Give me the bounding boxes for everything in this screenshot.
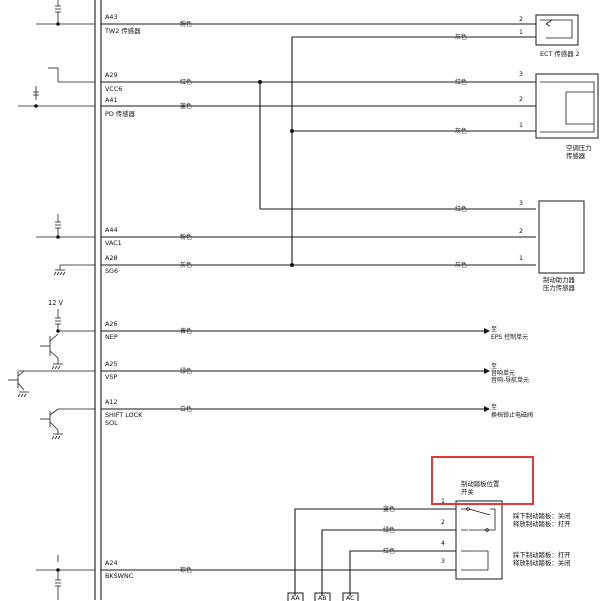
brake-pedal-switch: 1 2 4 3 制动踏板位置 开关 — [441, 479, 503, 580]
wire-color-a41: 蓝色 — [180, 102, 192, 110]
pin-a44: A44 — [105, 226, 118, 234]
ac-pressure-sensor: 3 2 1 空调压力 传感器 — [519, 71, 599, 160]
wire-color-ect-1: 灰色 — [455, 33, 467, 41]
wire-color-map-3: 红色 — [455, 78, 467, 86]
switch-pin-2: 2 — [441, 519, 445, 526]
switch-state-notes: 踩下制动踏板：关闭 释放制动踏板：打开 踩下制动踏板：打开 释放制动踏板：关闭 — [513, 511, 571, 567]
vsp-dest-2: 音响单元 — [491, 369, 515, 377]
pin-a29-name: VCC6 — [105, 85, 122, 93]
vsp-dest-3: 音响-导航单元 — [491, 376, 529, 384]
pin-a24: A24 — [105, 559, 118, 567]
pin-a25-name: VSP — [105, 373, 117, 381]
arrowheads — [484, 328, 490, 412]
ac-pressure-label-2: 传感器 — [566, 151, 586, 160]
brake-pin-2: 2 — [519, 228, 523, 235]
pin-a12: A12 — [105, 398, 118, 406]
wire-color-labels: 粉色 红色 蓝色 粉色 灰色 黄色 绿色 白色 棕色 灰色 红色 灰色 红色 灰… — [180, 20, 467, 574]
brake-booster-sensor: 3 2 1 制动助力器 压力传感器 — [519, 200, 585, 292]
pin-a12-name-1: SHIFT LOCK — [105, 411, 143, 419]
junction-dots — [258, 80, 294, 267]
wire-color-a25: 绿色 — [180, 367, 192, 375]
wire-color-map-1: 灰色 — [455, 127, 467, 135]
ac-pressure-label-1: 空调压力 — [566, 143, 592, 152]
wire-color-a43: 粉色 — [180, 20, 192, 28]
wire-color-a28: 灰色 — [180, 261, 192, 269]
destination-labels: 至 EPS 控制单元 至 音响单元 音响-导航单元 至 换档锁止电磁阀 — [491, 326, 533, 419]
switch-pin-4: 4 — [441, 540, 445, 547]
pin-a41: A41 — [105, 96, 118, 104]
sol-dest-1: 至 — [491, 404, 497, 411]
eps-dest-2: EPS 控制单元 — [491, 333, 528, 341]
supply-voltage-label: 12 V — [48, 299, 63, 307]
switch-state-upper-1: 踩下制动踏板：关闭 — [513, 511, 571, 520]
vsp-dest-1: 至 — [491, 363, 497, 370]
switch-pin-3: 3 — [441, 558, 445, 565]
sol-dest-2: 换档锁止电磁阀 — [491, 411, 533, 419]
map-pin-3: 3 — [519, 71, 523, 78]
ecu-body — [94, 0, 102, 600]
switch-state-lower-1: 踩下制动踏板：打开 — [513, 550, 571, 559]
pin-a44-name: VAC1 — [105, 239, 122, 247]
wire-color-a26: 黄色 — [180, 327, 192, 335]
wire-color-switch-1: 蓝色 — [383, 505, 395, 513]
connector-ac: AC — [346, 595, 354, 601]
ect-sensor-label: ECT 传感器 2 — [540, 49, 580, 58]
ecu-internal-circuits — [8, 0, 95, 600]
switch-label-1: 制动踏板位置 — [461, 479, 500, 488]
wire-color-brake-1: 灰色 — [455, 261, 467, 269]
pin-a25: A25 — [105, 360, 118, 368]
map-pin-2: 2 — [519, 96, 523, 103]
wire-color-switch-4: 红色 — [383, 547, 395, 555]
wire-color-brake-3: 红色 — [455, 205, 467, 213]
pin-a28: A28 — [105, 254, 118, 262]
wire-color-a24: 棕色 — [180, 566, 192, 574]
highlight-box — [431, 456, 534, 505]
signal-wires — [101, 23, 536, 596]
pin-a26: A26 — [105, 320, 118, 328]
connector-ab: AB — [318, 595, 326, 601]
pin-a43-name: TW2 传感器 — [104, 26, 141, 35]
pin-a12-name-2: SOL — [105, 419, 118, 427]
connector-aa: AA — [291, 595, 300, 601]
ect-pin-1: 1 — [519, 29, 523, 36]
pin-a41-name: PD 传感器 — [105, 109, 136, 118]
ect-sensor: 2 1 ECT 传感器 2 — [519, 14, 580, 58]
brake-booster-label-1: 制动助力器 — [543, 275, 576, 284]
wire-color-a44: 粉色 — [180, 233, 192, 241]
brake-pin-1: 1 — [519, 255, 523, 262]
switch-label-2: 开关 — [461, 487, 474, 496]
pin-a24-name: BKSWNC — [105, 572, 134, 580]
bottom-connectors: AA AB AC — [287, 592, 359, 601]
pin-a26-name: NEP — [105, 333, 118, 341]
switch-pin-1: 1 — [441, 498, 445, 505]
pin-a43: A43 — [105, 13, 118, 21]
wire-color-switch-2: 绿色 — [383, 526, 395, 534]
brake-booster-label-2: 压力传感器 — [543, 283, 576, 292]
brake-pin-3: 3 — [519, 200, 523, 207]
pin-a29: A29 — [105, 71, 118, 79]
switch-state-lower-2: 释放制动踏板：关闭 — [513, 558, 571, 567]
wire-color-a12: 白色 — [180, 405, 192, 413]
pin-a28-name: SG6 — [105, 267, 118, 275]
ect-pin-2: 2 — [519, 16, 523, 23]
switch-state-upper-2: 释放制动踏板：打开 — [513, 519, 571, 528]
map-pin-1: 1 — [519, 122, 523, 129]
wire-color-a29: 红色 — [180, 78, 192, 86]
eps-dest-1: 至 — [491, 326, 497, 333]
ecu-pin-labels: A43 TW2 传感器 A29 VCC6 A41 PD 传感器 A44 VAC1… — [104, 13, 143, 580]
